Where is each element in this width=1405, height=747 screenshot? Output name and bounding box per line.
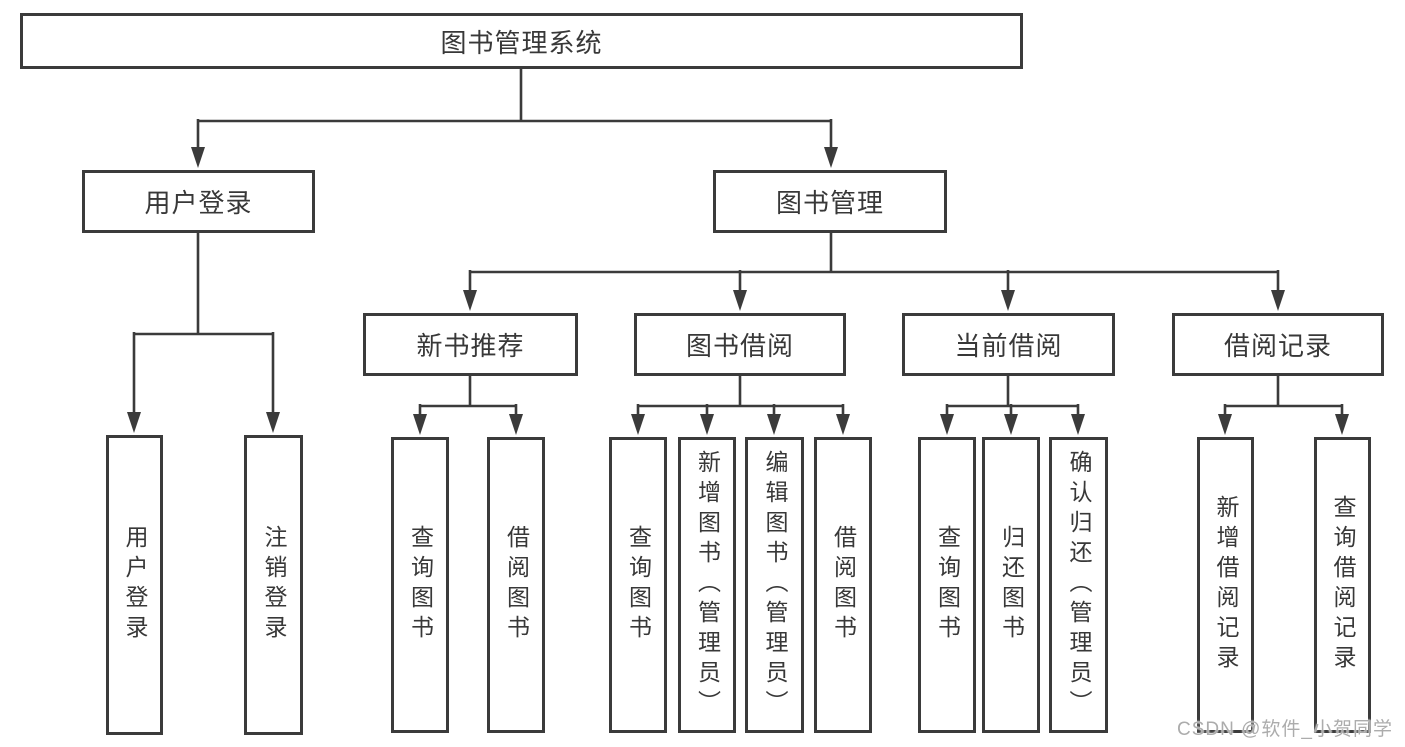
node-book-management-label: 图书管理 — [775, 188, 884, 218]
node-new-book-recommend: 新书推荐 — [363, 313, 578, 376]
arrow-icon — [836, 414, 850, 435]
arrow-icon — [127, 412, 141, 433]
arrow-icon — [631, 414, 645, 435]
leaf-return-books: 归还图书 — [982, 437, 1040, 733]
leaf-confirm-return-admin: 确认归还（管理员） — [1049, 437, 1108, 733]
leaf-logout-label: 注销登录 — [261, 525, 287, 645]
leaf-borrow-books-label: 借阅图书 — [830, 525, 857, 645]
leaf-edit-books-admin-label: 编辑图书（管理员） — [762, 450, 788, 720]
node-borrowing-records: 借阅记录 — [1172, 313, 1384, 376]
leaf-add-borrow-record-label: 新增借阅记录 — [1213, 495, 1239, 675]
arrow-icon — [940, 414, 954, 435]
leaf-borrowing-query-books: 查询图书 — [609, 437, 667, 733]
leaf-logout: 注销登录 — [244, 435, 303, 735]
leaf-edit-books-admin: 编辑图书（管理员） — [745, 437, 804, 733]
arrow-icon — [1335, 414, 1349, 435]
leaf-recommend-query-books: 查询图书 — [391, 437, 449, 733]
arrow-icon — [733, 290, 747, 311]
node-current-borrowing-label: 当前借阅 — [954, 331, 1063, 361]
node-borrowing-records-label: 借阅记录 — [1223, 331, 1332, 361]
arrow-icon — [266, 412, 280, 433]
leaf-current-query-books-label: 查询图书 — [934, 525, 961, 645]
node-current-borrowing: 当前借阅 — [902, 313, 1115, 376]
leaf-recommend-query-books-label: 查询图书 — [407, 525, 434, 645]
arrow-icon — [1071, 414, 1085, 435]
arrow-icon — [413, 414, 427, 435]
leaf-recommend-borrow-books-label: 借阅图书 — [503, 525, 530, 645]
node-book-management: 图书管理 — [713, 170, 947, 233]
leaf-query-borrow-record-label: 查询借阅记录 — [1330, 495, 1356, 675]
arrowheads — [127, 147, 1349, 435]
leaf-add-books-admin: 新增图书（管理员） — [678, 437, 736, 733]
arrow-icon — [1004, 414, 1018, 435]
arrow-icon — [767, 414, 781, 435]
node-user-login-label: 用户登录 — [144, 188, 253, 218]
node-user-login: 用户登录 — [82, 170, 315, 233]
node-new-book-recommend-label: 新书推荐 — [416, 331, 525, 361]
node-root-label: 图书管理系统 — [440, 27, 603, 58]
arrow-icon — [509, 414, 523, 435]
leaf-user-login: 用户登录 — [106, 435, 163, 735]
leaf-current-query-books: 查询图书 — [918, 437, 976, 733]
leaf-add-borrow-record: 新增借阅记录 — [1197, 437, 1254, 733]
tree-edges — [132, 69, 1344, 418]
node-book-borrowing-label: 图书借阅 — [685, 331, 794, 361]
arrow-icon — [463, 290, 477, 311]
leaf-borrow-books: 借阅图书 — [814, 437, 872, 733]
arrow-icon — [1001, 290, 1015, 311]
arrow-icon — [191, 147, 205, 168]
leaf-user-login-label: 用户登录 — [122, 525, 148, 645]
arrow-icon — [700, 414, 714, 435]
leaf-confirm-return-admin-label: 确认归还（管理员） — [1066, 450, 1092, 720]
leaf-add-books-admin-label: 新增图书（管理员） — [694, 450, 721, 720]
node-root: 图书管理系统 — [20, 13, 1023, 69]
watermark: CSDN @软件_小贺同学 — [1177, 719, 1393, 740]
leaf-borrowing-query-books-label: 查询图书 — [625, 525, 652, 645]
arrow-icon — [1271, 290, 1285, 311]
leaf-return-books-label: 归还图书 — [998, 525, 1025, 645]
arrow-icon — [824, 147, 838, 168]
leaf-recommend-borrow-books: 借阅图书 — [487, 437, 545, 733]
node-book-borrowing: 图书借阅 — [634, 313, 846, 376]
leaf-query-borrow-record: 查询借阅记录 — [1314, 437, 1371, 733]
arrow-icon — [1218, 414, 1232, 435]
